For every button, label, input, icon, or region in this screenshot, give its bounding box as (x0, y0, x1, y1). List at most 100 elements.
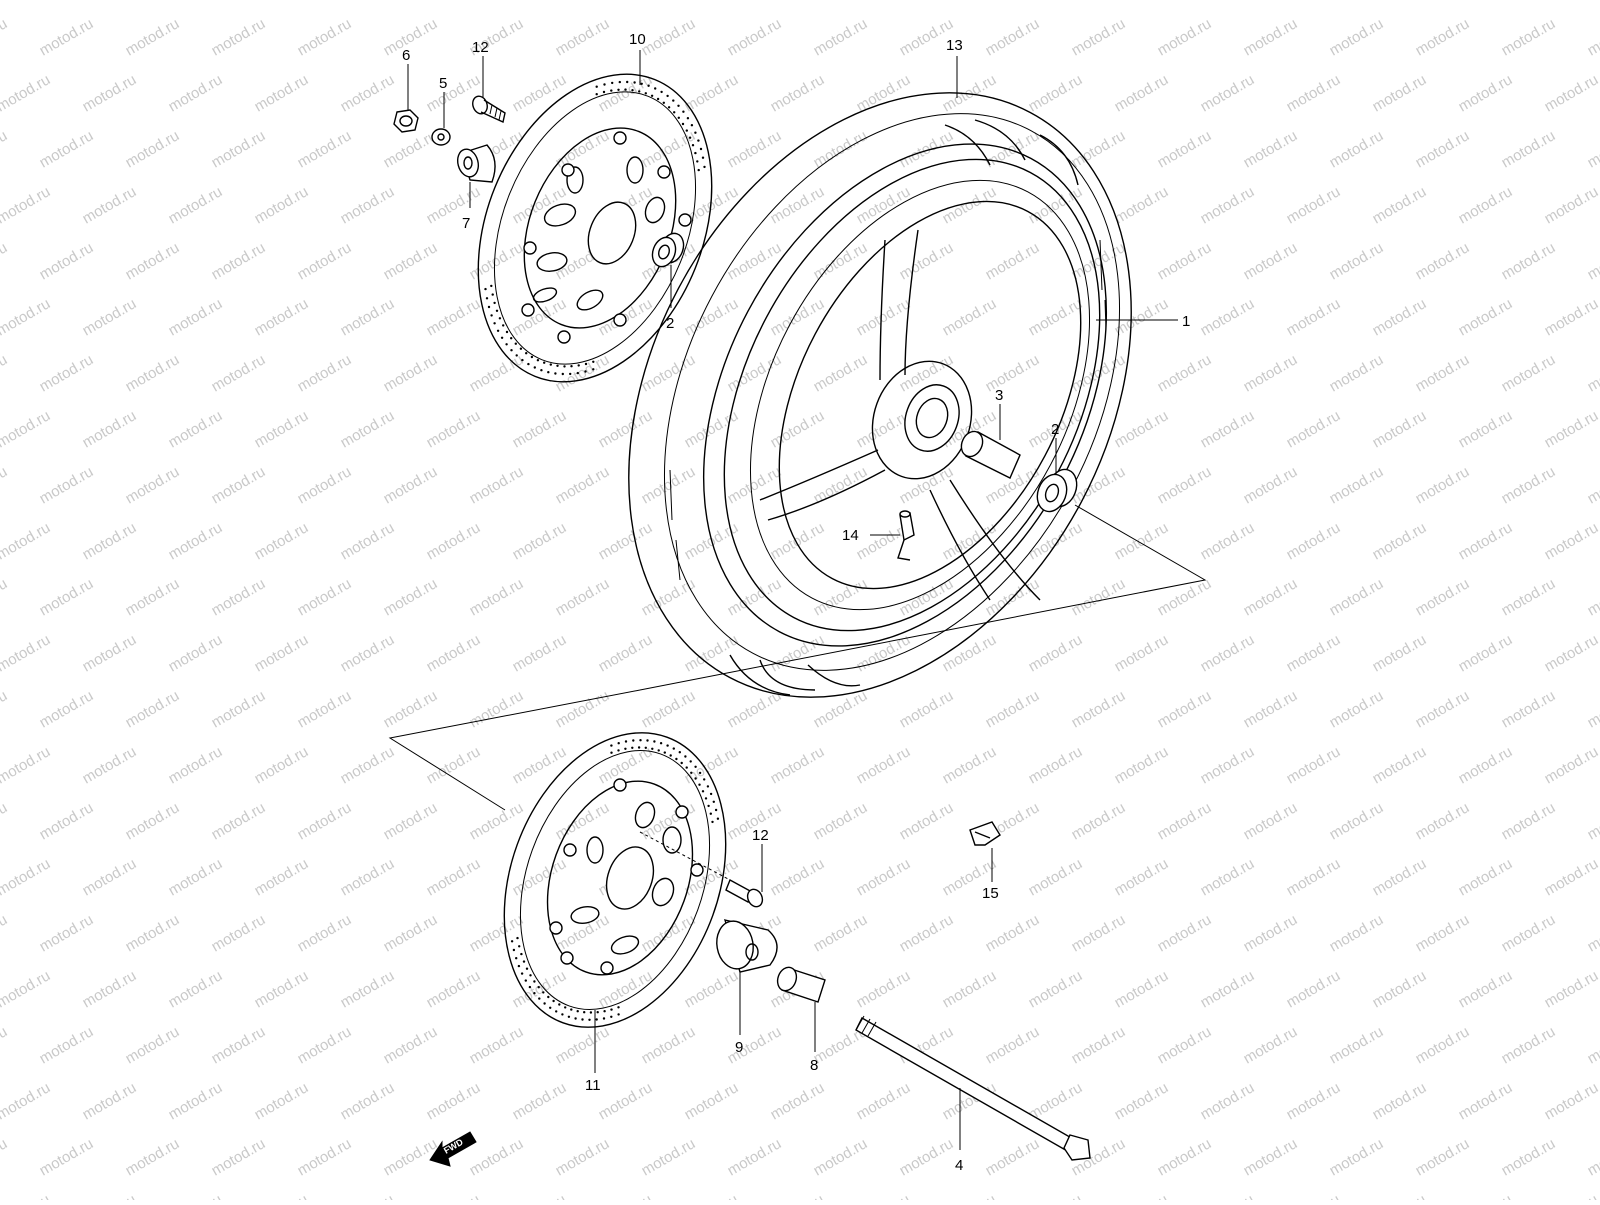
drilled-hole (617, 749, 619, 751)
drilled-hole (578, 364, 580, 366)
watermark-text: motod.ru (467, 799, 527, 843)
watermark-text: motod.ru (338, 855, 398, 899)
watermark-text: motod.ru (854, 407, 914, 451)
watermark-text: motod.ru (37, 799, 97, 843)
watermark-text: motod.ru (1456, 1191, 1516, 1200)
drilled-hole (547, 371, 549, 373)
drilled-hole (707, 805, 709, 807)
watermark-text: motod.ru (682, 407, 742, 451)
drilled-hole (561, 1013, 563, 1015)
callout-8: 8 (810, 1057, 818, 1074)
drilled-hole (603, 1017, 605, 1019)
drilled-hole (651, 748, 653, 750)
drilled-hole (523, 960, 525, 962)
drilled-hole (585, 363, 587, 365)
watermark-text: motod.ru (854, 71, 914, 115)
watermark-text: motod.ru (424, 855, 484, 899)
watermark-text: motod.ru (897, 687, 957, 731)
drilled-hole (654, 87, 656, 89)
watermark-text: motod.ru (295, 127, 355, 171)
watermark-text: motod.ru (639, 799, 699, 843)
drilled-hole (538, 986, 540, 988)
watermark-text: motod.ru (639, 1023, 699, 1067)
watermark-text: motod.ru (424, 519, 484, 563)
watermark-text: motod.ru (1413, 1135, 1473, 1179)
drilled-hole (497, 330, 499, 332)
drilled-hole (490, 285, 492, 287)
watermark-text: motod.ru (1198, 71, 1258, 115)
watermark-text: motod.ru (596, 519, 656, 563)
drilled-hole (499, 317, 501, 319)
watermark-text: motod.ru (1327, 239, 1387, 283)
drilled-hole (684, 755, 686, 757)
watermark-text: motod.ru (37, 127, 97, 171)
watermark-text: motod.ru (725, 351, 785, 395)
watermark-text: motod.ru (1542, 855, 1600, 899)
watermark-text: motod.ru (1069, 15, 1129, 59)
watermark-text: motod.ru (0, 1135, 10, 1179)
watermark-text: motod.ru (381, 239, 441, 283)
drilled-hole (675, 758, 677, 760)
watermark-text: motod.ru (1241, 239, 1301, 283)
watermark-text: motod.ru (424, 631, 484, 675)
drilled-hole (686, 766, 688, 768)
drilled-hole (518, 945, 520, 947)
watermark-text: motod.ru (1069, 463, 1129, 507)
drilled-hole (715, 809, 717, 811)
watermark-text: motod.ru (1155, 799, 1215, 843)
watermark-text: motod.ru (510, 631, 570, 675)
watermark-text: motod.ru (1026, 743, 1086, 787)
watermark-text: motod.ru (0, 799, 10, 843)
watermark-text: motod.ru (510, 1079, 570, 1123)
drilled-hole (610, 1008, 612, 1010)
watermark-text: motod.ru (338, 519, 398, 563)
watermark-text: motod.ru (252, 519, 312, 563)
watermark-text: motod.ru (80, 1191, 140, 1200)
watermark-text: motod.ru (80, 0, 140, 3)
drilled-hole (673, 747, 675, 749)
watermark-text: motod.ru (682, 631, 742, 675)
drilled-hole (631, 89, 633, 91)
watermark-text: motod.ru (338, 183, 398, 227)
drilled-hole (515, 343, 517, 345)
drilled-hole (611, 82, 613, 84)
watermark-text: motod.ru (1499, 15, 1559, 59)
drilled-hole (540, 369, 542, 371)
watermark-text: motod.ru (166, 183, 226, 227)
watermark-text: motod.ru (338, 1079, 398, 1123)
watermark-text: motod.ru (1370, 519, 1430, 563)
watermark-text: motod.ru (854, 183, 914, 227)
watermark-text: motod.ru (1198, 855, 1258, 899)
watermark-text: motod.ru (209, 1023, 269, 1067)
watermark-text: motod.ru (553, 1023, 613, 1067)
watermark-text: motod.ru (1241, 463, 1301, 507)
watermark-text: motod.ru (1542, 71, 1600, 115)
callout-9: 9 (735, 1039, 743, 1056)
watermark-text: motod.ru (1284, 407, 1344, 451)
watermark-text: motod.ru (1026, 183, 1086, 227)
watermark-text: motod.ru (897, 1135, 957, 1179)
drilled-hole (552, 1000, 554, 1002)
watermark-text: motod.ru (1585, 687, 1600, 731)
watermark-text: motod.ru (553, 15, 613, 59)
watermark-text: motod.ru (1284, 71, 1344, 115)
watermark-text: motod.ru (424, 1079, 484, 1123)
drilled-hole (638, 746, 640, 748)
drilled-hole (529, 974, 531, 976)
watermark-text: motod.ru (940, 967, 1000, 1011)
watermark-text: motod.ru (1499, 351, 1559, 395)
watermark-text: motod.ru (252, 0, 312, 3)
watermark-text: motod.ru (1499, 687, 1559, 731)
drilled-hole (610, 89, 612, 91)
watermark-text: motod.ru (467, 351, 527, 395)
drilled-hole (550, 363, 552, 365)
watermark-text: motod.ru (1112, 71, 1172, 115)
watermark-text: motod.ru (725, 239, 785, 283)
drilled-hole (584, 370, 586, 372)
watermark-text: motod.ru (1155, 1023, 1215, 1067)
watermark-text: motod.ru (0, 15, 10, 59)
watermark-text: motod.ru (1542, 1191, 1600, 1200)
drilled-hole (596, 93, 598, 95)
drilled-hole (574, 1017, 576, 1019)
